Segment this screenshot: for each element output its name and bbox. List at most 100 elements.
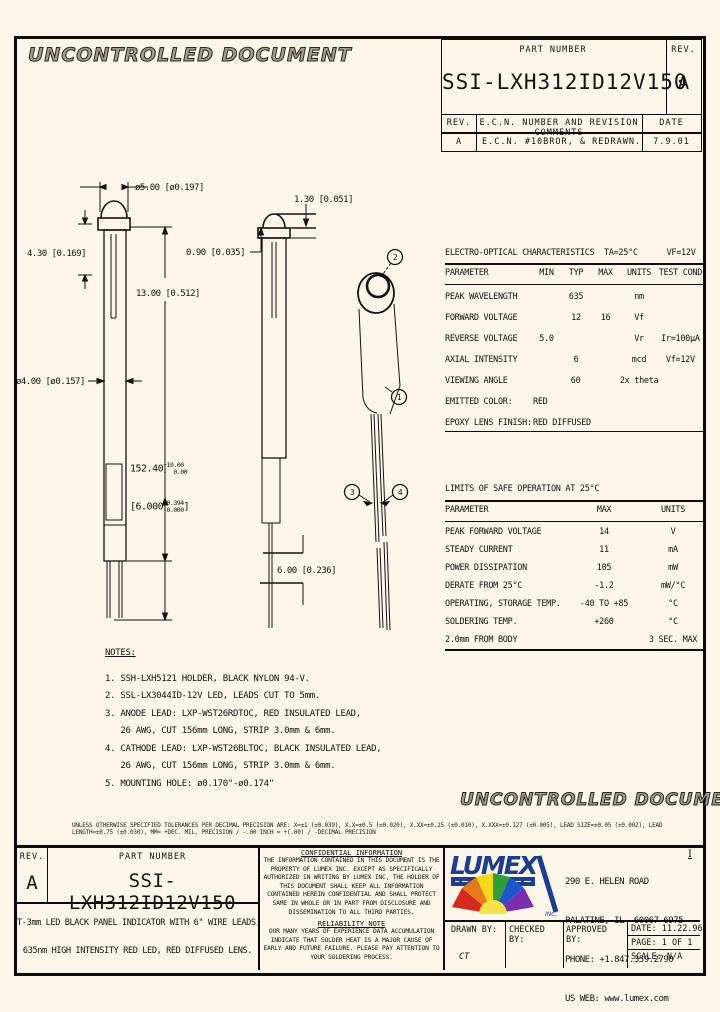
dim-lead-length: 152.40+10.00- 0.00 [6.000+0.394-0.000] — [130, 461, 190, 514]
reliability-title: RELIABILITY NOTE — [317, 920, 386, 929]
note-line: 3. ANODE LEAD: LXP-WST26RDTOC, RED INSUL… — [105, 708, 361, 719]
lumex-logo: LUMEX INC. — [449, 850, 561, 918]
uncontrolled-watermark-top: UNCONTROLLED DOCUMENT — [28, 44, 352, 67]
drawn-by-signature: CT — [459, 952, 470, 962]
footer-rev-label: REV. — [19, 852, 45, 862]
footer-div-1 — [258, 845, 260, 970]
dim-flange-thk: 1.30 [0.051] — [294, 195, 353, 205]
part-number-box: PART NUMBER SSI-LXH312ID12V150 REV. A — [441, 39, 702, 115]
dim-lens-protrusion: 0.90 [0.035] — [186, 248, 245, 258]
dim-lead-strip: 6.00 [0.236] — [277, 566, 336, 576]
led-mechanical-drawing: ø5.00 [ø0.197] 4.30 [0.169] 13.00 [0.512… — [16, 182, 409, 631]
note-line: 26 AWG, CUT 156mm LONG, STRIP 3.0mm & 6m… — [105, 726, 336, 736]
ecn-row-comment: E.C.N. #10BROR, & REDRAWN. — [482, 137, 642, 147]
footer-pn-box: REV. A PART NUMBER SSI-LXH312ID12V150 — [17, 848, 258, 914]
safe-row: SOLDERING TEMP.+260°C — [445, 617, 678, 627]
confidential-title: CONFIDENTIAL INFORMATION — [300, 849, 403, 857]
reliability-body: OUR MANY YEARS OF EXPERIENCE DATA ACCUMU… — [263, 928, 440, 961]
balloon-4: 4 — [398, 488, 403, 497]
footer-company-block: LUMEX INC. — [445, 847, 703, 1004]
dim-body-length: 13.00 [0.512] — [136, 289, 200, 299]
confidential-body: THE INFORMATION CONTAINED IN THIS DOCUME… — [263, 857, 440, 916]
address-line-1: 290 E. HELEN ROAD — [565, 877, 649, 887]
scale-label: SCALE: — [631, 952, 662, 962]
scale-row: SCALE: N/A — [627, 949, 700, 962]
approved-by-label: APPROVED BY: — [566, 925, 607, 945]
ecn-col-rev: REV. — [446, 118, 472, 128]
part-number-value: SSI-LXH312ID12V150 — [442, 70, 688, 94]
footer-pn-value: SSI-LXH312ID12V150 — [68, 870, 237, 914]
eo-title: ELECTRO-OPTICAL CHARACTERISTICS TA=25°C … — [445, 248, 696, 258]
ecn-header-row: REV. E.C.N. NUMBER AND REVISION COMMENTS… — [441, 114, 702, 138]
note-line: 4. CATHODE LEAD: LXP-WST26BLTOC, BLACK I… — [105, 743, 382, 754]
note-line: 26 AWG, CUT 156mm LONG, STRIP 3.0mm & 6m… — [105, 761, 336, 771]
signoff-div-1 — [505, 922, 506, 968]
lumex-rainbow — [452, 873, 534, 914]
signoff-div-3 — [627, 922, 628, 968]
scale-value: N/A — [666, 952, 683, 962]
ecn-col-date: DATE — [659, 118, 684, 128]
dim-lens-height: 4.30 [0.169] — [27, 249, 86, 259]
footer-pn-label: PART NUMBER — [118, 852, 187, 862]
uncontrolled-watermark-bottom: UNCONTROLLED DOCUMENT — [460, 790, 720, 811]
page-value: 1 OF 1 — [661, 938, 693, 948]
drawn-by-cell: DRAWN BY: CT — [445, 922, 505, 968]
ecn-div2 — [642, 115, 643, 132]
date-label: DATE: — [631, 924, 657, 934]
notes-section: NOTES: 1. SSH-LXH5121 HOLDER, BLACK NYLO… — [105, 645, 445, 793]
rev-divider — [666, 40, 667, 114]
ecn-div1 — [476, 115, 477, 132]
date-value: 11.22.96 — [661, 924, 703, 934]
sheet-zone-mark: I — [688, 849, 692, 860]
ecn-row-date: 7.9.01 — [653, 137, 690, 147]
page-row: PAGE: 1 OF 1 — [627, 935, 700, 948]
ecn-row-rev: A — [455, 137, 463, 147]
footer-div-2 — [443, 845, 445, 970]
dim-dia-lens: ø5.00 [ø0.197] — [135, 183, 204, 193]
balloon-3: 3 — [350, 488, 355, 497]
balloon-1: 1 — [397, 393, 402, 402]
tolerance-note: UNLESS OTHERWISE SPECIFIED TOLERANCES PE… — [72, 822, 663, 836]
checked-by-cell: CHECKED BY: — [505, 922, 563, 968]
date-page-scale-cell: DATE: 11.22.96 PAGE: 1 OF 1 SCALE: N/A — [627, 922, 703, 968]
company-us-web: US WEB: www.lumex.com — [565, 994, 669, 1004]
safe-title: LIMITS OF SAFE OPERATION AT 25°C — [445, 484, 600, 494]
rev-label: REV. — [671, 45, 696, 55]
description-line-1: T-3mm LED BLACK PANEL INDICATOR WITH 6" … — [17, 918, 261, 928]
drawn-by-label: DRAWN BY: — [451, 925, 498, 935]
footer-rev-value: A — [26, 872, 38, 894]
ecn-data-row: A E.C.N. #10BROR, & REDRAWN. 7.9.01 — [441, 133, 702, 152]
checked-by-label: CHECKED BY: — [509, 925, 545, 945]
eo-extra-row: EPOXY LENS FINISH:RED DIFFUSED — [445, 418, 591, 428]
balloon-2: 2 — [393, 253, 398, 262]
signoff-div-2 — [563, 922, 564, 968]
note-line: 1. SSH-LXH5121 HOLDER, BLACK NYLON 94-V. — [105, 673, 310, 684]
lumex-inc-text: INC. — [545, 911, 557, 918]
company-phone: PHONE: +1.847.359.2790 — [565, 955, 674, 965]
title-block-bottom — [14, 845, 706, 976]
part-number-label: PART NUMBER — [519, 45, 587, 55]
electro-optical-table: ELECTRO-OPTICAL CHARACTERISTICS TA=25°C … — [445, 248, 703, 432]
footer-description: T-3mm LED BLACK PANEL INDICATOR WITH 6" … — [17, 904, 261, 967]
date-row: DATE: 11.22.96 — [627, 922, 703, 934]
rev-value: A — [677, 72, 690, 94]
page-label: PAGE: — [631, 938, 657, 948]
note-line: 2. SSL-LX3044ID-12V LED, LEADS CUT TO 5m… — [105, 691, 320, 701]
title-block-top: PART NUMBER SSI-LXH312ID12V150 REV. A RE… — [441, 39, 703, 152]
footer-rev-divider — [47, 848, 48, 902]
footer-legal-block: CONFIDENTIAL INFORMATION THE INFORMATION… — [262, 847, 441, 966]
eo-extra-row: EMITTED COLOR:RED — [445, 397, 548, 407]
description-line-2: 635nm HIGH INTENSITY RED LED, RED DIFFUS… — [22, 946, 253, 956]
